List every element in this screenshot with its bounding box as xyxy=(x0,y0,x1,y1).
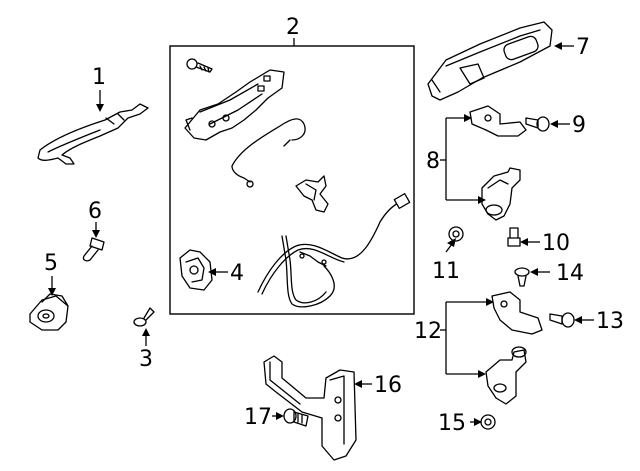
part-2-cable-upper xyxy=(231,118,306,188)
part-2-latch xyxy=(179,249,213,291)
part-1-exterior-handle xyxy=(37,103,149,165)
part-2-clip xyxy=(295,175,329,213)
callout-3: 3 xyxy=(139,347,153,372)
part-3-screw xyxy=(133,307,155,327)
callout-12: 12 xyxy=(414,319,442,344)
part-13-bolt xyxy=(549,312,575,328)
part-12-bracket-lower xyxy=(485,346,527,405)
part-15-nut xyxy=(480,414,496,430)
assembly-box-2 xyxy=(169,45,415,315)
part-2-handle-frame xyxy=(184,69,285,141)
leader-lines xyxy=(48,38,594,426)
part-2-actuator-cable xyxy=(257,193,411,308)
callout-11: 11 xyxy=(432,259,460,284)
callout-16: 16 xyxy=(374,373,402,398)
callout-labels: 1 2 3 4 5 6 7 8 9 10 11 12 13 14 15 16 1… xyxy=(44,15,624,436)
callout-7: 7 xyxy=(576,35,590,60)
part-9-bolt xyxy=(525,116,550,132)
part-14-screw xyxy=(514,267,530,287)
part-11-nut xyxy=(448,226,464,242)
part-8-bracket-upper xyxy=(469,105,527,137)
callout-8: 8 xyxy=(426,149,440,174)
callout-13: 13 xyxy=(596,309,624,334)
callout-2: 2 xyxy=(286,15,300,40)
callout-9: 9 xyxy=(572,113,586,138)
part-6-pin xyxy=(82,237,105,262)
part-8-bracket-lower xyxy=(481,167,521,221)
part-5-bumper xyxy=(29,293,69,331)
callout-4: 4 xyxy=(230,261,244,286)
part-2-screw xyxy=(186,58,213,73)
callout-15: 15 xyxy=(438,411,466,436)
callout-1: 1 xyxy=(92,65,106,90)
part-10-stud xyxy=(507,227,521,247)
part-16-door-check xyxy=(263,355,357,461)
part-12-bracket-upper xyxy=(491,291,543,335)
part-7-interior-handle xyxy=(427,21,553,101)
callout-10: 10 xyxy=(542,231,570,256)
callout-14: 14 xyxy=(556,261,584,286)
callout-17: 17 xyxy=(244,405,272,430)
part-2-latch-assembly xyxy=(179,58,411,308)
callout-6: 6 xyxy=(88,199,102,224)
callout-5: 5 xyxy=(44,251,58,276)
